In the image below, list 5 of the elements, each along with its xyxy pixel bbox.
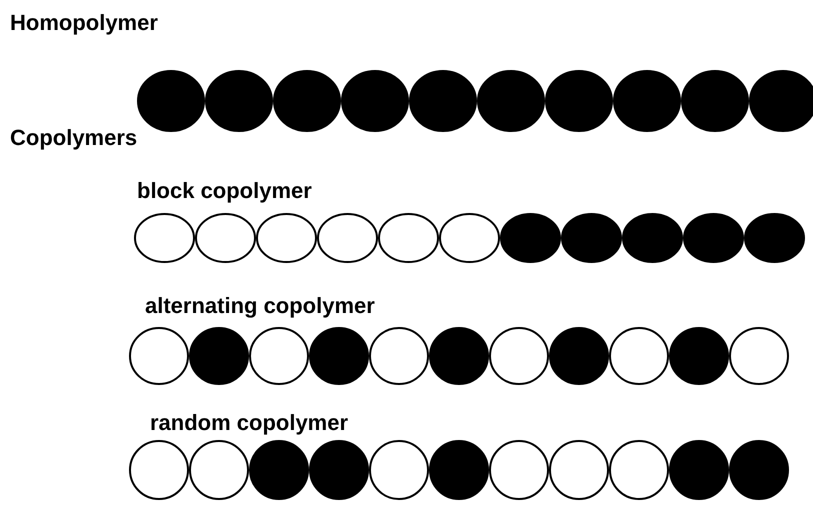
chain-caption: random copolymer [150,410,348,436]
heading: Homopolymer [10,10,158,36]
chain-caption: alternating copolymer [145,293,375,319]
chain-caption: block copolymer [137,178,312,204]
heading: Copolymers [10,125,138,151]
